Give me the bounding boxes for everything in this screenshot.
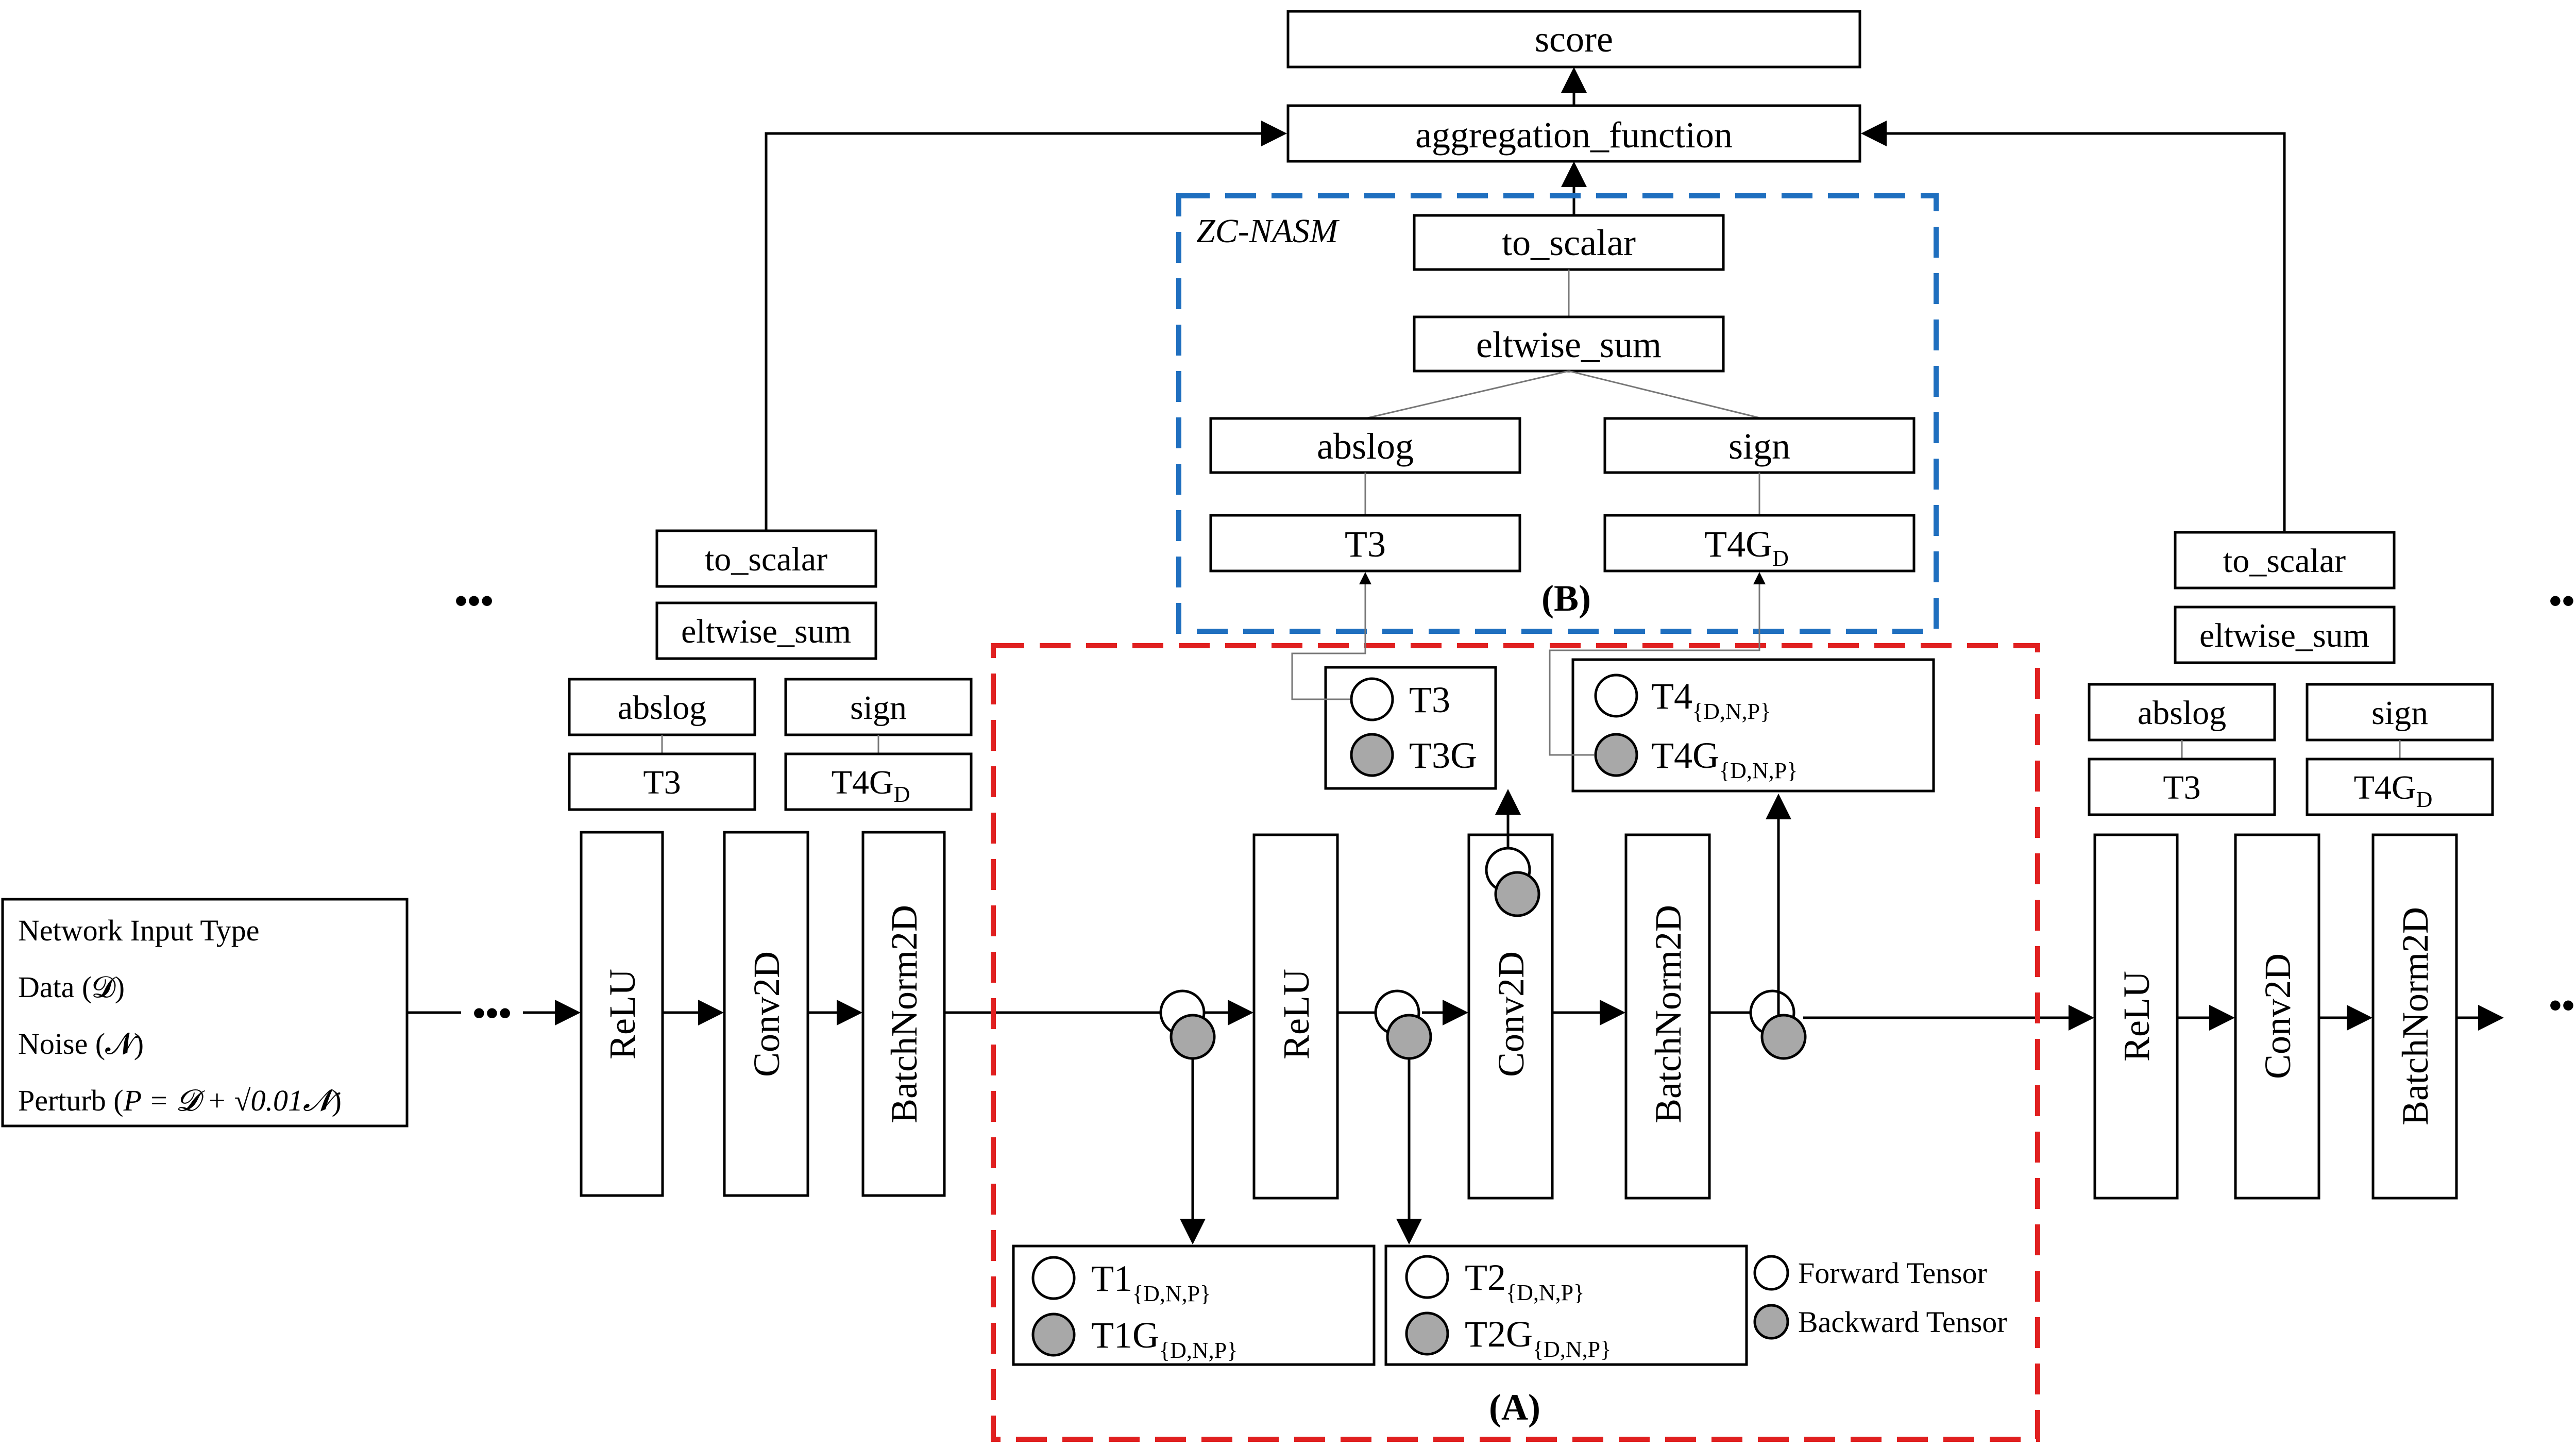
- svg-text:Conv2D: Conv2D: [2257, 953, 2298, 1079]
- svg-text:Perturb (P = 𝓓 + √0.01𝓝): Perturb (P = 𝓓 + √0.01𝓝): [18, 1084, 342, 1117]
- t4g-to-zc-nasm-connector: [1549, 575, 1760, 756]
- t3-tensor-box: T3 T3G: [1324, 666, 1497, 790]
- left-to-scalar-box: to_scalar: [655, 529, 877, 588]
- left-column-to-aggregation-arrow: [765, 121, 1287, 531]
- right-batchnorm2d-layer: BatchNorm2D: [2371, 833, 2458, 1200]
- section-a-label: (A): [1489, 1387, 1540, 1428]
- ellipsis-top-right: •••: [2549, 580, 2576, 621]
- svg-text:BatchNorm2D: BatchNorm2D: [2395, 907, 2436, 1125]
- left-t3-box: T3: [568, 752, 756, 811]
- score-box: score: [1286, 10, 1861, 69]
- ellipsis-output: •••: [2549, 985, 2576, 1026]
- left-sign-box: sign: [784, 678, 973, 736]
- svg-text:ReLU: ReLU: [1276, 969, 1317, 1059]
- left-conv2d-layer: Conv2D: [723, 831, 809, 1197]
- network-input-type-box: Network Input Type Data (𝓓) Noise (𝓝) Pe…: [1, 898, 409, 1128]
- svg-text:eltwise_sum: eltwise_sum: [2199, 617, 2369, 654]
- section-a-region: [991, 643, 2040, 1442]
- svg-text:T4GD: T4GD: [832, 764, 910, 807]
- zc-nasm-t4g-box: T4GD: [1603, 514, 1916, 573]
- svg-text:ReLU: ReLU: [602, 969, 643, 1059]
- svg-text:Forward Tensor: Forward Tensor: [1798, 1256, 1987, 1290]
- svg-text:T3: T3: [2163, 769, 2200, 806]
- svg-text:sign: sign: [1728, 426, 1790, 467]
- t2-tensor-box: T2{D,N,P} T2G{D,N,P}: [1384, 1244, 1748, 1366]
- tensor-pair-t1: [1159, 989, 1216, 1060]
- ellipsis-input: •••: [472, 992, 512, 1034]
- right-t4g-box: T4GD: [2306, 758, 2494, 816]
- left-t4g-box: T4GD: [784, 752, 973, 811]
- svg-text:Conv2D: Conv2D: [1490, 951, 1532, 1077]
- svg-text:T3: T3: [643, 764, 681, 801]
- aggregation-function-box: aggregation_function: [1286, 104, 1861, 163]
- zc-nasm-sign-box: sign: [1603, 417, 1916, 474]
- svg-text:eltwise_sum: eltwise_sum: [681, 613, 851, 650]
- svg-text:T3: T3: [1345, 524, 1386, 565]
- svg-text:score: score: [1535, 19, 1613, 60]
- zc-nasm-label: (B): [1541, 578, 1591, 619]
- svg-text:to_scalar: to_scalar: [2223, 542, 2346, 580]
- backward-tensor-legend: Backward Tensor: [1753, 1304, 2007, 1340]
- svg-text:abslog: abslog: [1317, 426, 1414, 467]
- ellipsis-top-left: •••: [454, 580, 494, 621]
- svg-text:T3: T3: [1409, 679, 1450, 720]
- svg-text:T3G: T3G: [1409, 735, 1477, 776]
- tensor-pair-t4: [1749, 989, 1807, 1060]
- zc-nasm-to-scalar-box: to_scalar: [1413, 214, 1725, 271]
- tensor-pair-t3: [1485, 847, 1540, 917]
- t1-tensor-box: T1{D,N,P} T1G{D,N,P}: [1012, 1244, 1376, 1366]
- tensor-pair-t2: [1374, 989, 1432, 1060]
- svg-text:sign: sign: [850, 689, 907, 727]
- t3-to-zc-nasm-connector: [1291, 575, 1366, 700]
- left-eltwise-sum-box: eltwise_sum: [655, 601, 877, 660]
- zc-nasm-abslog-box: abslog: [1209, 417, 1521, 474]
- right-t3-box: T3: [2088, 758, 2276, 816]
- zc-nasm-title: ZC-NASM: [1196, 212, 1340, 250]
- svg-text:to_scalar: to_scalar: [705, 541, 827, 578]
- svg-text:eltwise_sum: eltwise_sum: [1476, 324, 1662, 365]
- middle-relu-layer: ReLU: [1252, 833, 1339, 1200]
- svg-text:T4{D,N,P}: T4{D,N,P}: [1651, 676, 1771, 724]
- svg-text:Conv2D: Conv2D: [746, 951, 787, 1077]
- right-column-to-aggregation-arrow: [1861, 121, 2286, 531]
- svg-text:T4GD: T4GD: [2354, 769, 2433, 812]
- svg-text:ReLU: ReLU: [2116, 971, 2157, 1062]
- left-abslog-box: abslog: [568, 678, 756, 736]
- right-eltwise-sum-box: eltwise_sum: [2174, 605, 2396, 664]
- svg-text:abslog: abslog: [2138, 694, 2226, 732]
- svg-text:T1{D,N,P}: T1{D,N,P}: [1091, 1258, 1211, 1306]
- svg-text:T2G{D,N,P}: T2G{D,N,P}: [1465, 1314, 1611, 1362]
- svg-text:Noise (𝓝): Noise (𝓝): [18, 1027, 144, 1061]
- left-relu-layer: ReLU: [580, 831, 664, 1197]
- zc-nasm-region: [1176, 193, 1939, 634]
- svg-text:T4G{D,N,P}: T4G{D,N,P}: [1651, 735, 1798, 783]
- svg-text:Backward Tensor: Backward Tensor: [1798, 1305, 2007, 1339]
- svg-text:Data (𝓓): Data (𝓓): [18, 970, 125, 1004]
- svg-text:BatchNorm2D: BatchNorm2D: [1648, 905, 1689, 1123]
- right-relu-layer: ReLU: [2093, 833, 2179, 1200]
- right-sign-box: sign: [2306, 683, 2494, 742]
- right-conv2d-layer: Conv2D: [2234, 833, 2320, 1200]
- svg-text:T2{D,N,P}: T2{D,N,P}: [1465, 1257, 1584, 1305]
- forward-tensor-legend: Forward Tensor: [1753, 1255, 1987, 1291]
- middle-batchnorm2d-layer: BatchNorm2D: [1624, 833, 1711, 1200]
- svg-text:to_scalar: to_scalar: [1502, 222, 1636, 263]
- svg-text:abslog: abslog: [618, 689, 706, 727]
- zc-nasm-t3-box: T3: [1209, 514, 1521, 573]
- svg-text:BatchNorm2D: BatchNorm2D: [884, 905, 925, 1123]
- zc-nasm-eltwise-sum-box: eltwise_sum: [1413, 315, 1725, 373]
- left-batchnorm2d-layer: BatchNorm2D: [861, 831, 946, 1197]
- svg-text:T1G{D,N,P}: T1G{D,N,P}: [1091, 1315, 1238, 1363]
- right-abslog-box: abslog: [2088, 683, 2276, 742]
- svg-text:T4GD: T4GD: [1704, 524, 1789, 571]
- svg-text:sign: sign: [2371, 694, 2428, 732]
- right-to-scalar-box: to_scalar: [2174, 531, 2396, 590]
- t4-tensor-box: T4{D,N,P} T4G{D,N,P}: [1571, 658, 1935, 793]
- svg-text:Network Input Type: Network Input Type: [18, 914, 259, 947]
- svg-text:aggregation_function: aggregation_function: [1415, 114, 1733, 156]
